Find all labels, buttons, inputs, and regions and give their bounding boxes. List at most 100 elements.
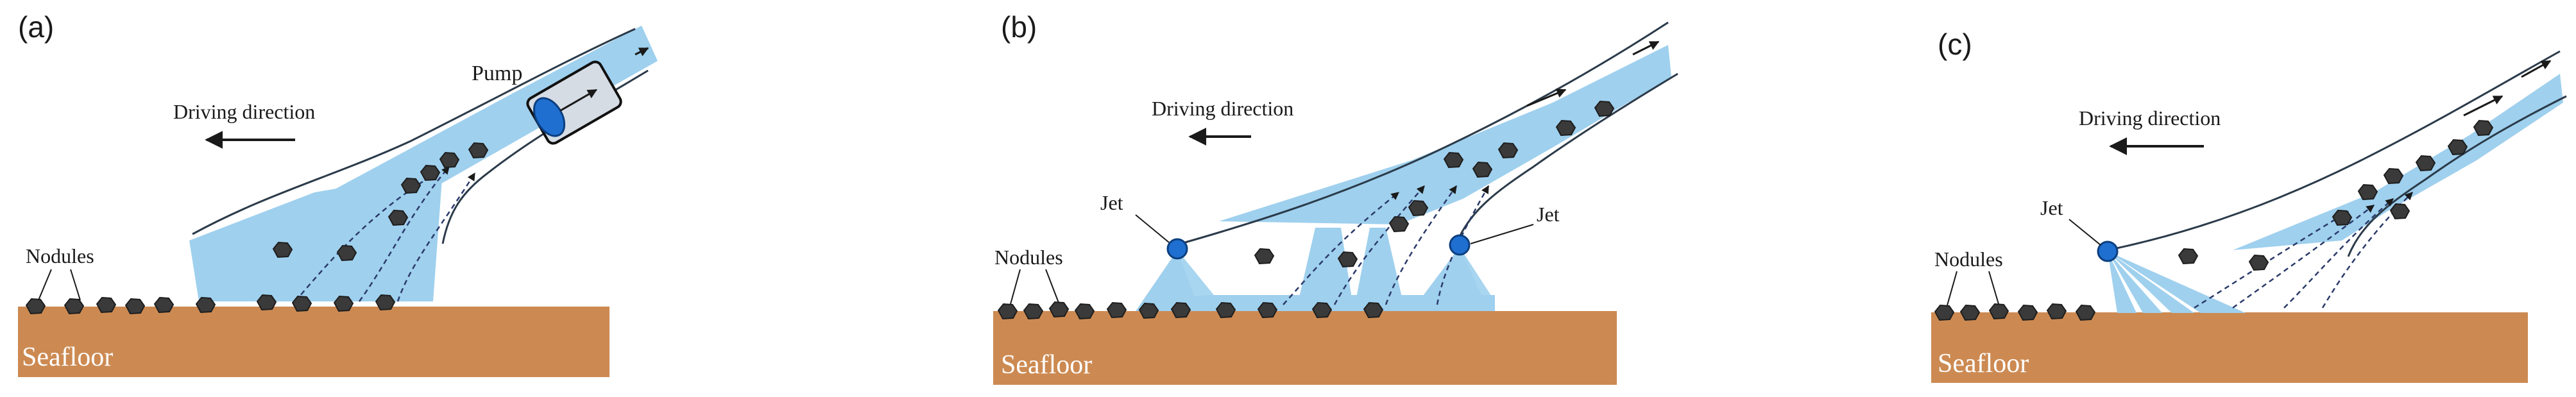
flow-line-a3 <box>397 172 476 302</box>
nodule <box>1472 162 1492 178</box>
nodule-pointer-b2 <box>1045 269 1059 303</box>
nodule <box>2018 305 2038 321</box>
nodule <box>1338 251 1358 267</box>
pipe-flow-a <box>269 26 658 224</box>
nodule <box>1389 216 1409 232</box>
nodule <box>1363 302 1383 318</box>
driving-a-label: Driving direction <box>173 100 315 123</box>
seafloor-c-label: Seafloor <box>1938 349 2029 378</box>
nodule <box>2178 248 2198 264</box>
jet-c-icon <box>2097 241 2119 262</box>
panel-a-label: (a) <box>18 10 54 44</box>
nodule <box>196 297 216 313</box>
nodules-b-label: Nodules <box>994 246 1063 269</box>
nodule <box>439 152 459 168</box>
nodule <box>1107 302 1127 318</box>
jet-fan-c3 <box>2108 251 2194 313</box>
hood-lower-b <box>1455 72 1678 244</box>
flow-line-b1 <box>1283 192 1399 305</box>
panel-c-label: (c) <box>1938 28 1972 61</box>
pipe-arrow-b <box>1632 40 1660 56</box>
nodule-pointer-b1 <box>1010 269 1021 305</box>
nodule <box>2358 184 2378 200</box>
pump-label: Pump <box>472 62 522 85</box>
jet-right-b-icon <box>1449 234 1471 256</box>
seafloor-a-label: Seafloor <box>22 342 113 372</box>
jet-left-b-icon <box>1166 238 1188 260</box>
nodule <box>2416 155 2435 171</box>
nodule <box>1960 305 1980 321</box>
nodule <box>468 142 488 158</box>
pipe-flow-c <box>2233 74 2563 250</box>
flow-line-b3 <box>1385 185 1458 305</box>
nodule <box>1049 301 1069 317</box>
pipe-arrow-b2 <box>1526 89 1567 107</box>
nodule-pointer-c2 <box>1988 271 1999 305</box>
seafloor-c <box>1931 312 2528 383</box>
nodule <box>1258 302 1277 318</box>
nodule <box>388 210 408 226</box>
nodule <box>1444 152 1463 168</box>
seafloor-b-label: Seafloor <box>1001 350 1092 380</box>
pump-a <box>526 60 622 145</box>
flow-line-c3 <box>2283 198 2394 308</box>
nodule <box>1075 303 1095 319</box>
nodule-pointer-c1 <box>1947 271 1958 306</box>
panel-b: (b) Seafloor Jet Jet <box>993 10 1678 385</box>
nodules-c-label: Nodules <box>1934 248 2003 271</box>
pipe-flow-b <box>1219 45 1671 224</box>
nodule <box>154 297 174 313</box>
nodule <box>1312 302 1332 318</box>
nodule <box>1216 302 1236 318</box>
jet-fan-c1 <box>2108 251 2137 313</box>
pipe-arrow-c <box>2521 60 2552 78</box>
nodule <box>1934 305 1954 321</box>
driving-b-label: Driving direction <box>1152 97 1293 120</box>
nodule <box>257 294 277 310</box>
jet-right-b-label: Jet <box>1537 203 1560 226</box>
hood-upper-a <box>192 28 636 235</box>
flow-column-b2 <box>1354 228 1405 311</box>
panel-b-label: (b) <box>1001 10 1037 44</box>
nodule <box>420 165 440 181</box>
nodule <box>2047 303 2067 319</box>
nodules-a-label: Nodules <box>26 244 94 267</box>
pipe-arrow-a <box>635 47 649 56</box>
nodule <box>401 178 421 194</box>
seafloor-a <box>18 307 610 377</box>
nodule <box>96 297 116 313</box>
nodule <box>1023 303 1043 319</box>
nodule <box>1171 302 1191 318</box>
nodule <box>998 303 1018 319</box>
hood-upper-c <box>2107 50 2561 251</box>
nodule <box>1498 142 1518 158</box>
nodule <box>1254 248 1274 264</box>
hood-upper-b <box>1180 21 1669 245</box>
nodule <box>1556 120 1576 136</box>
jet-pointer-c <box>2068 219 2101 246</box>
nodule <box>1408 200 1428 216</box>
nodule-pointer-a2 <box>70 269 81 301</box>
jet-c-label: Jet <box>2040 196 2063 219</box>
nodule <box>337 245 357 261</box>
nodule <box>375 294 395 310</box>
nodule <box>2332 210 2352 226</box>
nodule <box>26 298 46 314</box>
flow-line-c4 <box>2321 192 2413 308</box>
jet-pointer-b1 <box>1135 214 1170 243</box>
hood-lower-c <box>2347 95 2567 257</box>
flow-line-b2 <box>1333 185 1425 305</box>
jet-pointer-b2 <box>1470 224 1534 244</box>
jet-left-b-label: Jet <box>1100 191 1123 214</box>
nodule <box>1594 101 1614 117</box>
jet-fan-c2 <box>2108 251 2162 313</box>
nodule <box>2390 203 2410 219</box>
nodule <box>273 242 293 258</box>
nodule <box>2448 139 2468 155</box>
panel-a: (a) Seafloor Pump <box>18 10 658 377</box>
flow-column-b1 <box>1296 228 1354 311</box>
flow-line-c2 <box>2232 204 2375 309</box>
nodule <box>334 296 354 312</box>
nodule <box>64 298 84 314</box>
